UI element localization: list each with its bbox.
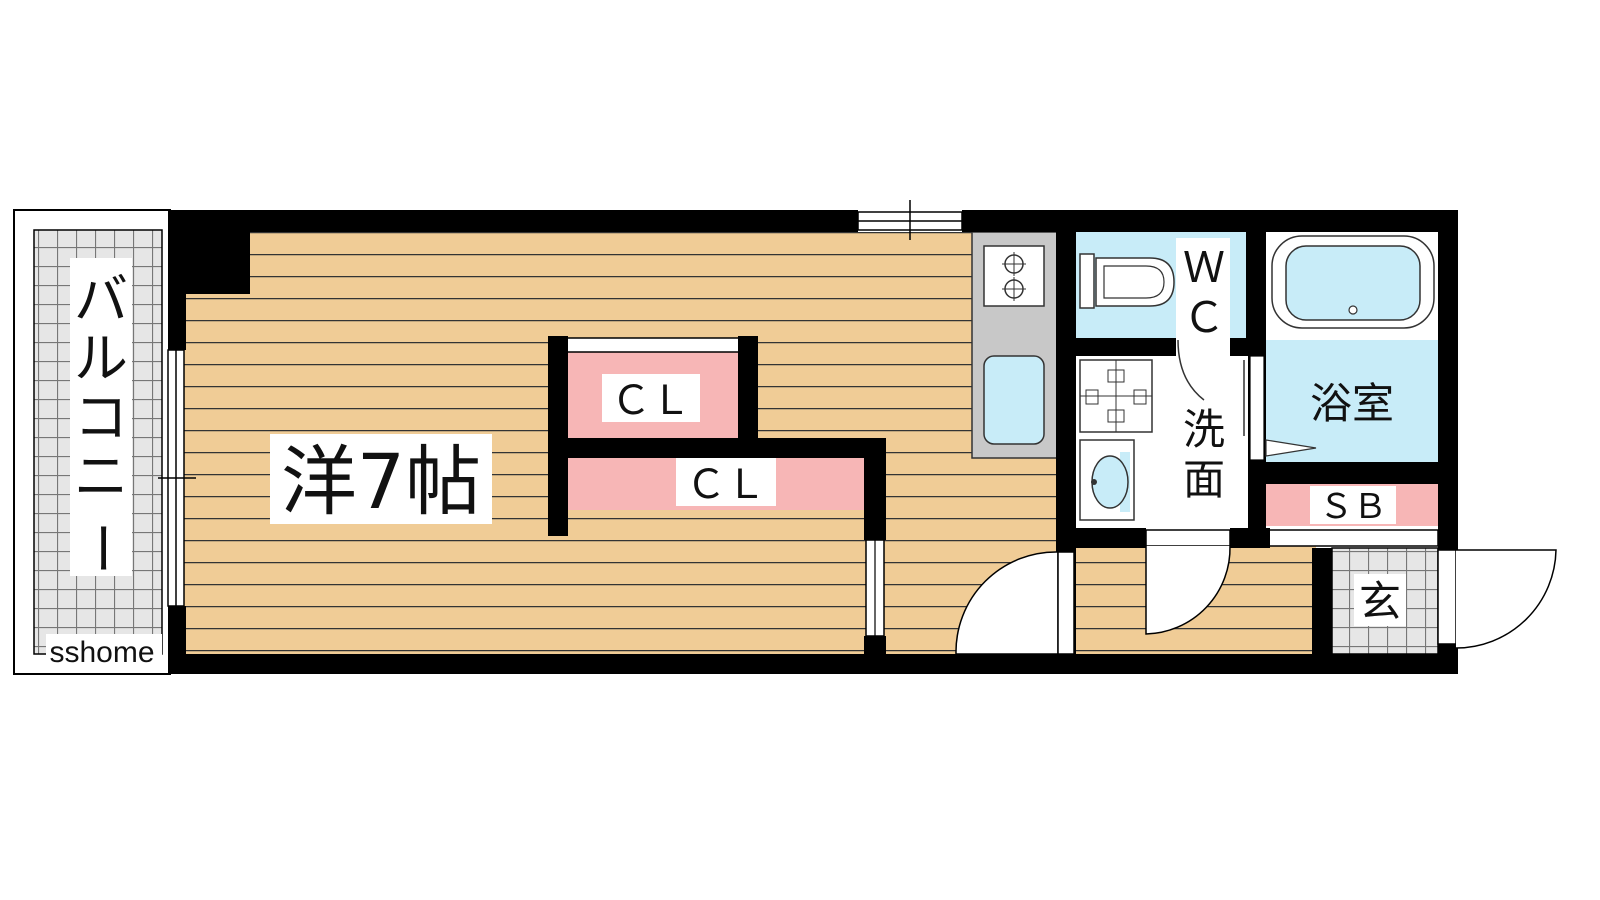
wc-room: [1076, 230, 1248, 338]
window-balcony: [158, 349, 196, 607]
balcony: [13, 209, 171, 675]
entrance: [1331, 547, 1439, 655]
closet-lower-door: [865, 539, 885, 637]
balcony-label: バ ル コ ニ ー: [70, 268, 133, 575]
shoebox-label: ＳＢ: [1319, 487, 1387, 527]
closet-upper-label: ＣＬ: [611, 378, 691, 424]
gas-stove-icon: [983, 245, 1045, 307]
bath-room: [1266, 230, 1438, 464]
entrance-door: [1437, 549, 1557, 649]
room-door: [955, 551, 1075, 655]
balcony-label-char: ル: [74, 327, 128, 390]
balcony-label-char: コ: [74, 386, 128, 449]
toilet-icon: [1079, 253, 1175, 309]
washroom: [1076, 339, 1248, 528]
washroom-label-1: 洗: [1183, 405, 1225, 454]
washroom-door: [1145, 529, 1231, 635]
balcony-label-char: ー: [70, 521, 133, 575]
closet-lower-label: ＣＬ: [686, 462, 766, 508]
washing-machine-icon: [1079, 359, 1153, 433]
bath-label: 浴室: [1310, 379, 1394, 428]
wc-label-w: Ｗ: [1183, 243, 1225, 292]
washbasin-icon: [1079, 439, 1135, 521]
watermark-box: [46, 634, 162, 668]
sink-icon: [983, 355, 1045, 445]
entrance-label: 玄: [1359, 577, 1401, 626]
walls: [168, 210, 1458, 674]
window-top: [857, 200, 963, 240]
washroom-label-2: 面: [1183, 455, 1225, 504]
wc-label-c: Ｃ: [1183, 293, 1225, 342]
bathtub-icon: [1271, 235, 1435, 329]
kitchen-counter: [971, 231, 1059, 459]
closet-lower: [566, 456, 866, 510]
shoebox: [1265, 484, 1439, 547]
balcony-label-char: バ: [74, 268, 128, 331]
bath-door: [1249, 355, 1317, 461]
balcony-label-char: ニ: [74, 445, 128, 508]
western-room-label: 洋7帖: [281, 437, 481, 526]
watermark: sshome: [49, 636, 154, 669]
closet-upper: [565, 337, 741, 438]
